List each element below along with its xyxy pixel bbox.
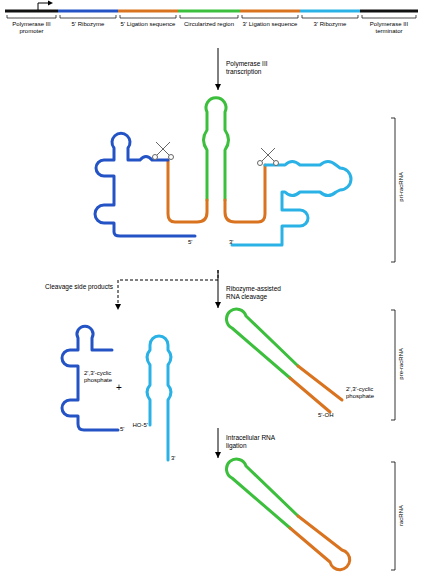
stage-bracket [391,118,395,570]
construct-segment: 3' Ribozyme [300,9,360,48]
construct-segment: Polymerase III terminator [360,9,418,48]
stage-label: racRNA [398,505,405,526]
pre-racrna-structure [226,309,342,412]
end-label: + [113,382,125,394]
scissors-icon [258,148,279,166]
end-label: 2',3'-cyclic phosphate [346,386,391,400]
segment-label: Circularized region [179,21,239,28]
process-arrow [218,48,219,90]
segment-bracket [7,15,416,18]
rna-stage: +2',3'-cyclic phosphate5'HO-5'3' [20,310,205,475]
construct-bar [5,10,418,13]
end-label: 5'-OH [318,412,348,419]
scissors-icon [153,142,174,160]
rna-stage: pre-racRNA 2',3'-cyclic phosphate 5'-OH [205,308,415,428]
rna-stage: racRNA [205,458,415,576]
process-arrow [218,428,219,458]
segment-label: Polymerase III promoter [6,21,57,35]
rna-stage: 2',3'-cyclic phosphate 5' [30,318,128,443]
segment-label: 3' Ligation sequence [241,21,299,28]
construct-segment: 5' Ribozyme [58,9,118,48]
racrna-structure [226,459,349,570]
segment-label: 3' Ribozyme [301,21,359,28]
pri-racrna-structure [95,98,351,245]
step-label: Cleavage side products [40,283,113,291]
step-label: Intracellular RNA ligation [226,434,296,450]
construct-segment: 5' Ligation sequence [118,9,178,48]
segment-label: 5' Ligation sequence [119,21,177,28]
construct-segment: 3' Ligation sequence [240,9,300,48]
step-label: Ribozyme-assisted RNA cleavage [226,285,296,301]
stage-label: pre-racRNA [398,348,405,380]
stage-label: pri-racRNA [398,172,405,202]
end-label: 3' [171,455,181,462]
segment-label: 5' Ribozyme [59,21,117,28]
end-label: 5' [120,426,130,433]
end-label: HO-5' [126,422,148,429]
end-label: 3' [229,239,239,246]
construct-segment: Circularized region [178,9,240,48]
process-arrow [218,270,219,308]
end-label: 2',3'-cyclic phosphate [84,370,126,384]
construct-segment: Polymerase III promoter [5,9,58,48]
step-label: Polymerase III transcription [226,60,296,76]
promoter-arrow [38,1,53,11]
segment-label: Polymerase III terminator [361,21,417,35]
rna-stage: HO-5'3' [130,325,205,475]
end-label: 5' [188,239,198,246]
rna-stage: pri-racRNA 5' 3' [85,90,415,270]
process-arrow [118,270,218,310]
side-product-structure [62,326,171,460]
